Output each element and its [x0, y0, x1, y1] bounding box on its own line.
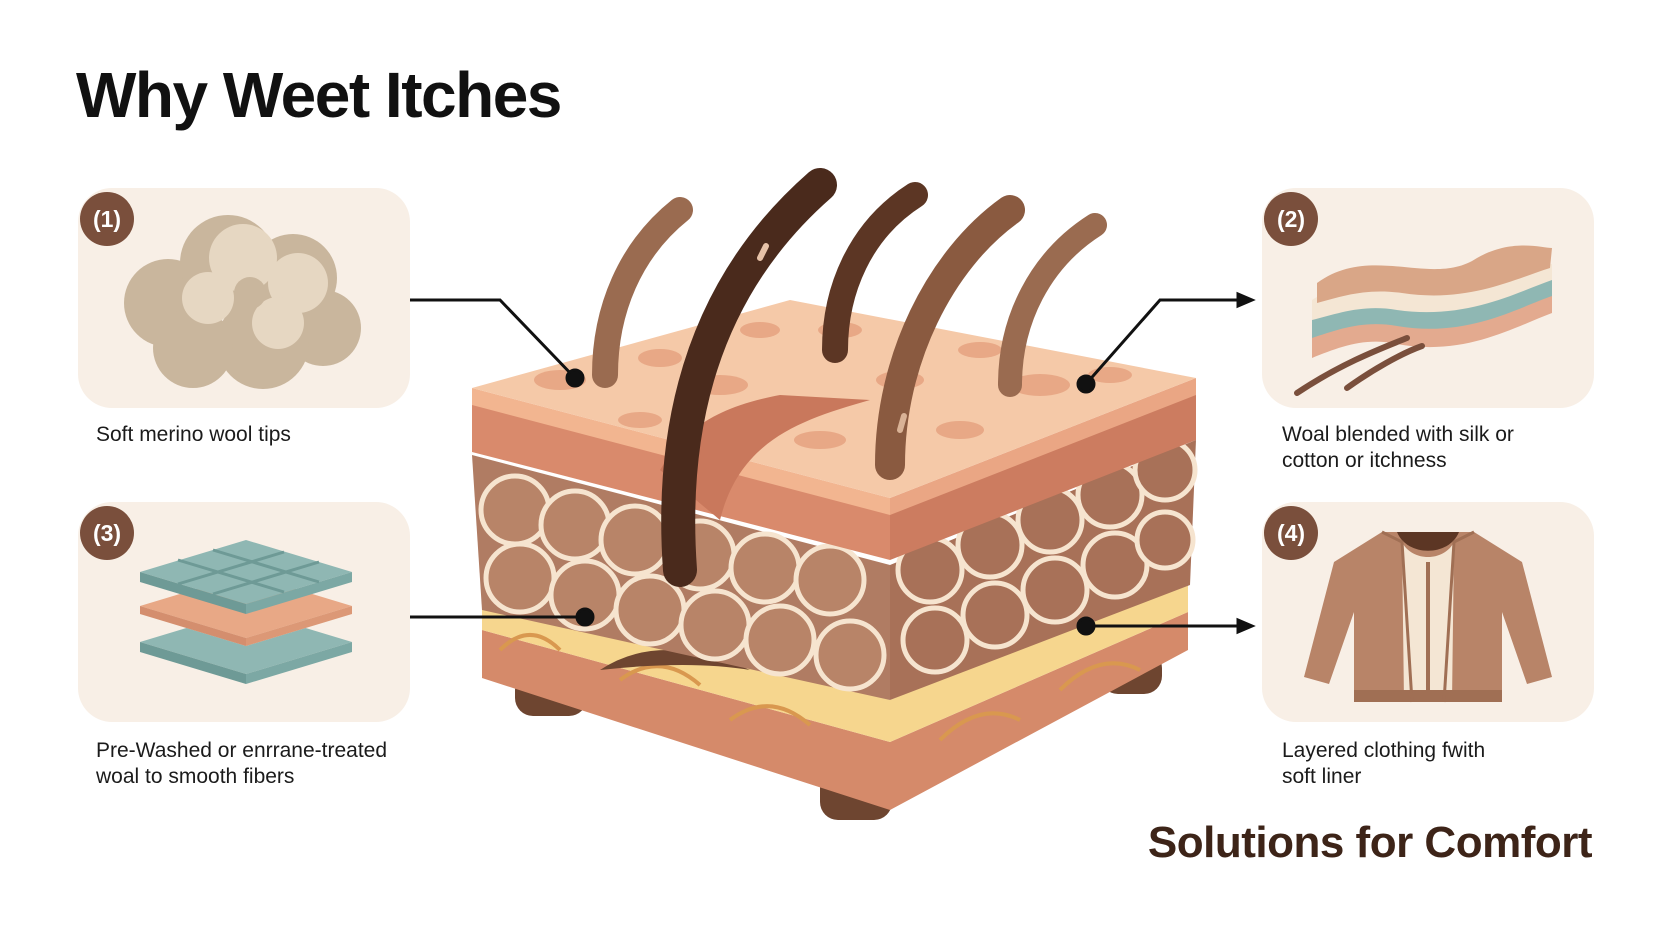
jacket-icon: [1304, 530, 1552, 703]
connector-lines: [374, 291, 1256, 636]
solution-card-3: (3): [78, 502, 410, 722]
stacked-fabric-layers-icon: [140, 540, 352, 684]
fat-layer: [482, 580, 1188, 810]
caption-2: Woal blended with silk or cotton or itch…: [1282, 423, 1514, 472]
connector-2: [1084, 298, 1245, 385]
wool-fibers: [592, 168, 1107, 587]
badge-3: (3): [80, 506, 134, 560]
caption-1: Soft merino wool tips: [96, 423, 291, 446]
badge-4: (4): [1264, 506, 1318, 560]
solution-card-1: (1): [78, 188, 410, 408]
silk-cotton-layers-icon: [1294, 245, 1552, 396]
solution-card-2: (2): [1262, 188, 1594, 408]
caption-4: Layered clothing fwith soft liner: [1282, 739, 1486, 788]
page-title: Why Weet Itches: [76, 59, 562, 131]
merino-wool-tuft-icon: [124, 215, 361, 389]
solution-card-4: (4): [1262, 502, 1594, 722]
solutions-heading: Solutions for Comfort: [1147, 818, 1593, 867]
caption-3: Pre-Washed or enrrane-treated woal to sm…: [96, 739, 388, 788]
badge-2: (2): [1264, 192, 1318, 246]
connector-1: [380, 298, 577, 380]
badge-1: (1): [80, 192, 134, 246]
